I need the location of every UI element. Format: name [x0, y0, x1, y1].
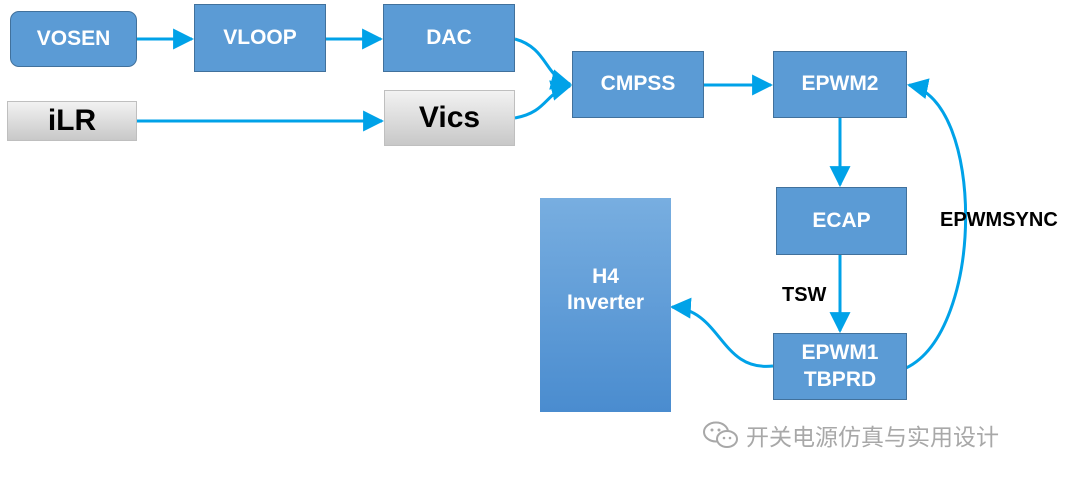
tsw-label: TSW — [782, 284, 827, 306]
vloop-label: VLOOP — [223, 25, 297, 49]
cmpss-label: CMPSS — [600, 72, 676, 96]
dac-block: DAC — [383, 4, 515, 72]
cmpss-block: CMPSS — [572, 51, 704, 118]
epwm2-block: EPWM2 — [773, 51, 907, 118]
epwm1-block: EPWM1 TBPRD — [773, 333, 907, 400]
vics-label: Vics — [418, 101, 481, 135]
ecap-block: ECAP — [776, 187, 907, 255]
wechat-icon — [703, 421, 738, 448]
arrow-epwm1-epwm2-sync — [905, 78, 968, 370]
arrow-epwm1-h4 — [669, 297, 774, 368]
tbprd-label: TBPRD — [803, 367, 877, 391]
ilr-label: iLR — [47, 104, 97, 138]
vosen-block: VOSEN — [10, 11, 137, 67]
vics-block: Vics — [384, 90, 515, 146]
ilr-block: iLR — [7, 101, 137, 141]
arrow-dac-cmpss — [514, 37, 573, 90]
watermark-text: 开关电源仿真与实用设计 — [746, 425, 999, 451]
vloop-block: VLOOP — [194, 4, 326, 72]
epwmsync-label: EPWMSYNC — [940, 209, 1058, 231]
dac-label: DAC — [426, 25, 472, 49]
ecap-label: ECAP — [812, 208, 871, 232]
epwm1-label: EPWM1 — [801, 341, 879, 365]
arrow-vics-cmpss — [514, 80, 573, 120]
h4-label: H4 — [592, 265, 619, 288]
watermark: 开关电源仿真与实用设计 — [702, 418, 999, 452]
epwm2-label: EPWM2 — [801, 72, 879, 96]
inverter-label: Inverter — [566, 291, 645, 315]
vosen-label: VOSEN — [36, 26, 111, 50]
h4-inverter-block: H4 Inverter — [540, 198, 671, 412]
